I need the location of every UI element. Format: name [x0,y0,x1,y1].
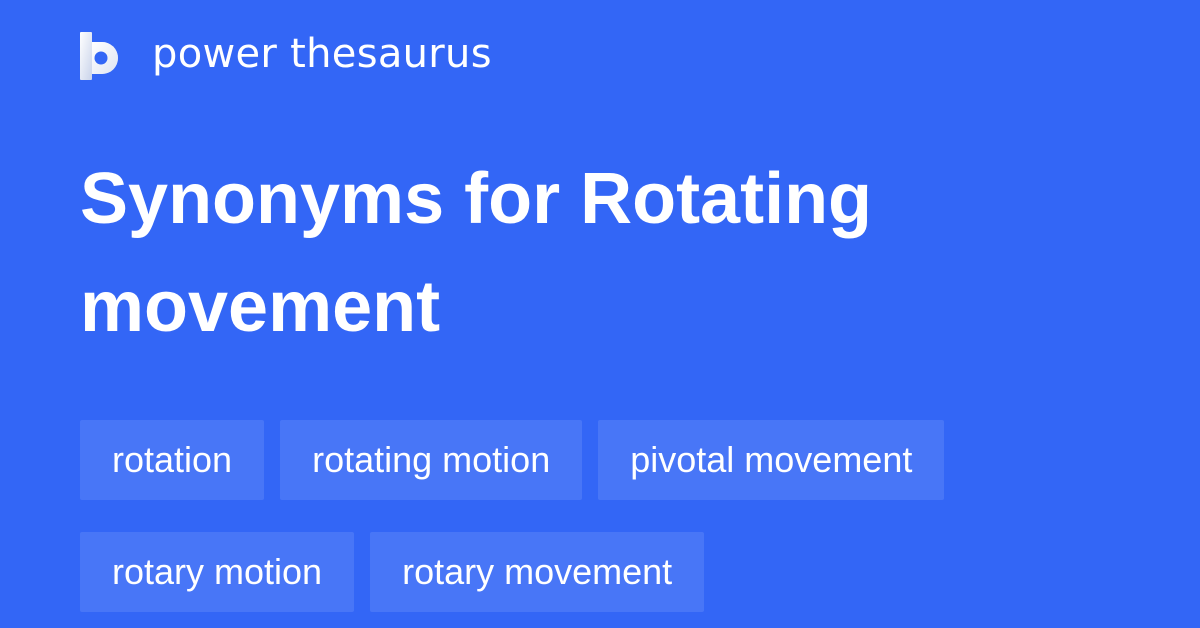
synonym-list: rotation rotating motion pivotal movemen… [80,420,1120,612]
page-title: Synonyms for Rotating movement [80,159,873,347]
synonym-tag-pivotal-movement[interactable]: pivotal movement [598,420,945,500]
synonym-tag-rotary-movement[interactable]: rotary movement [370,532,705,612]
synonym-tag-rotating-motion[interactable]: rotating motion [280,420,583,500]
power-thesaurus-logo-icon [80,32,118,80]
brand-header: power thesaurus [80,31,492,80]
synonym-tag-rotary-motion[interactable]: rotary motion [80,532,355,612]
brand-name: power thesaurus [152,31,492,77]
synonym-tag-rotation[interactable]: rotation [80,420,265,500]
